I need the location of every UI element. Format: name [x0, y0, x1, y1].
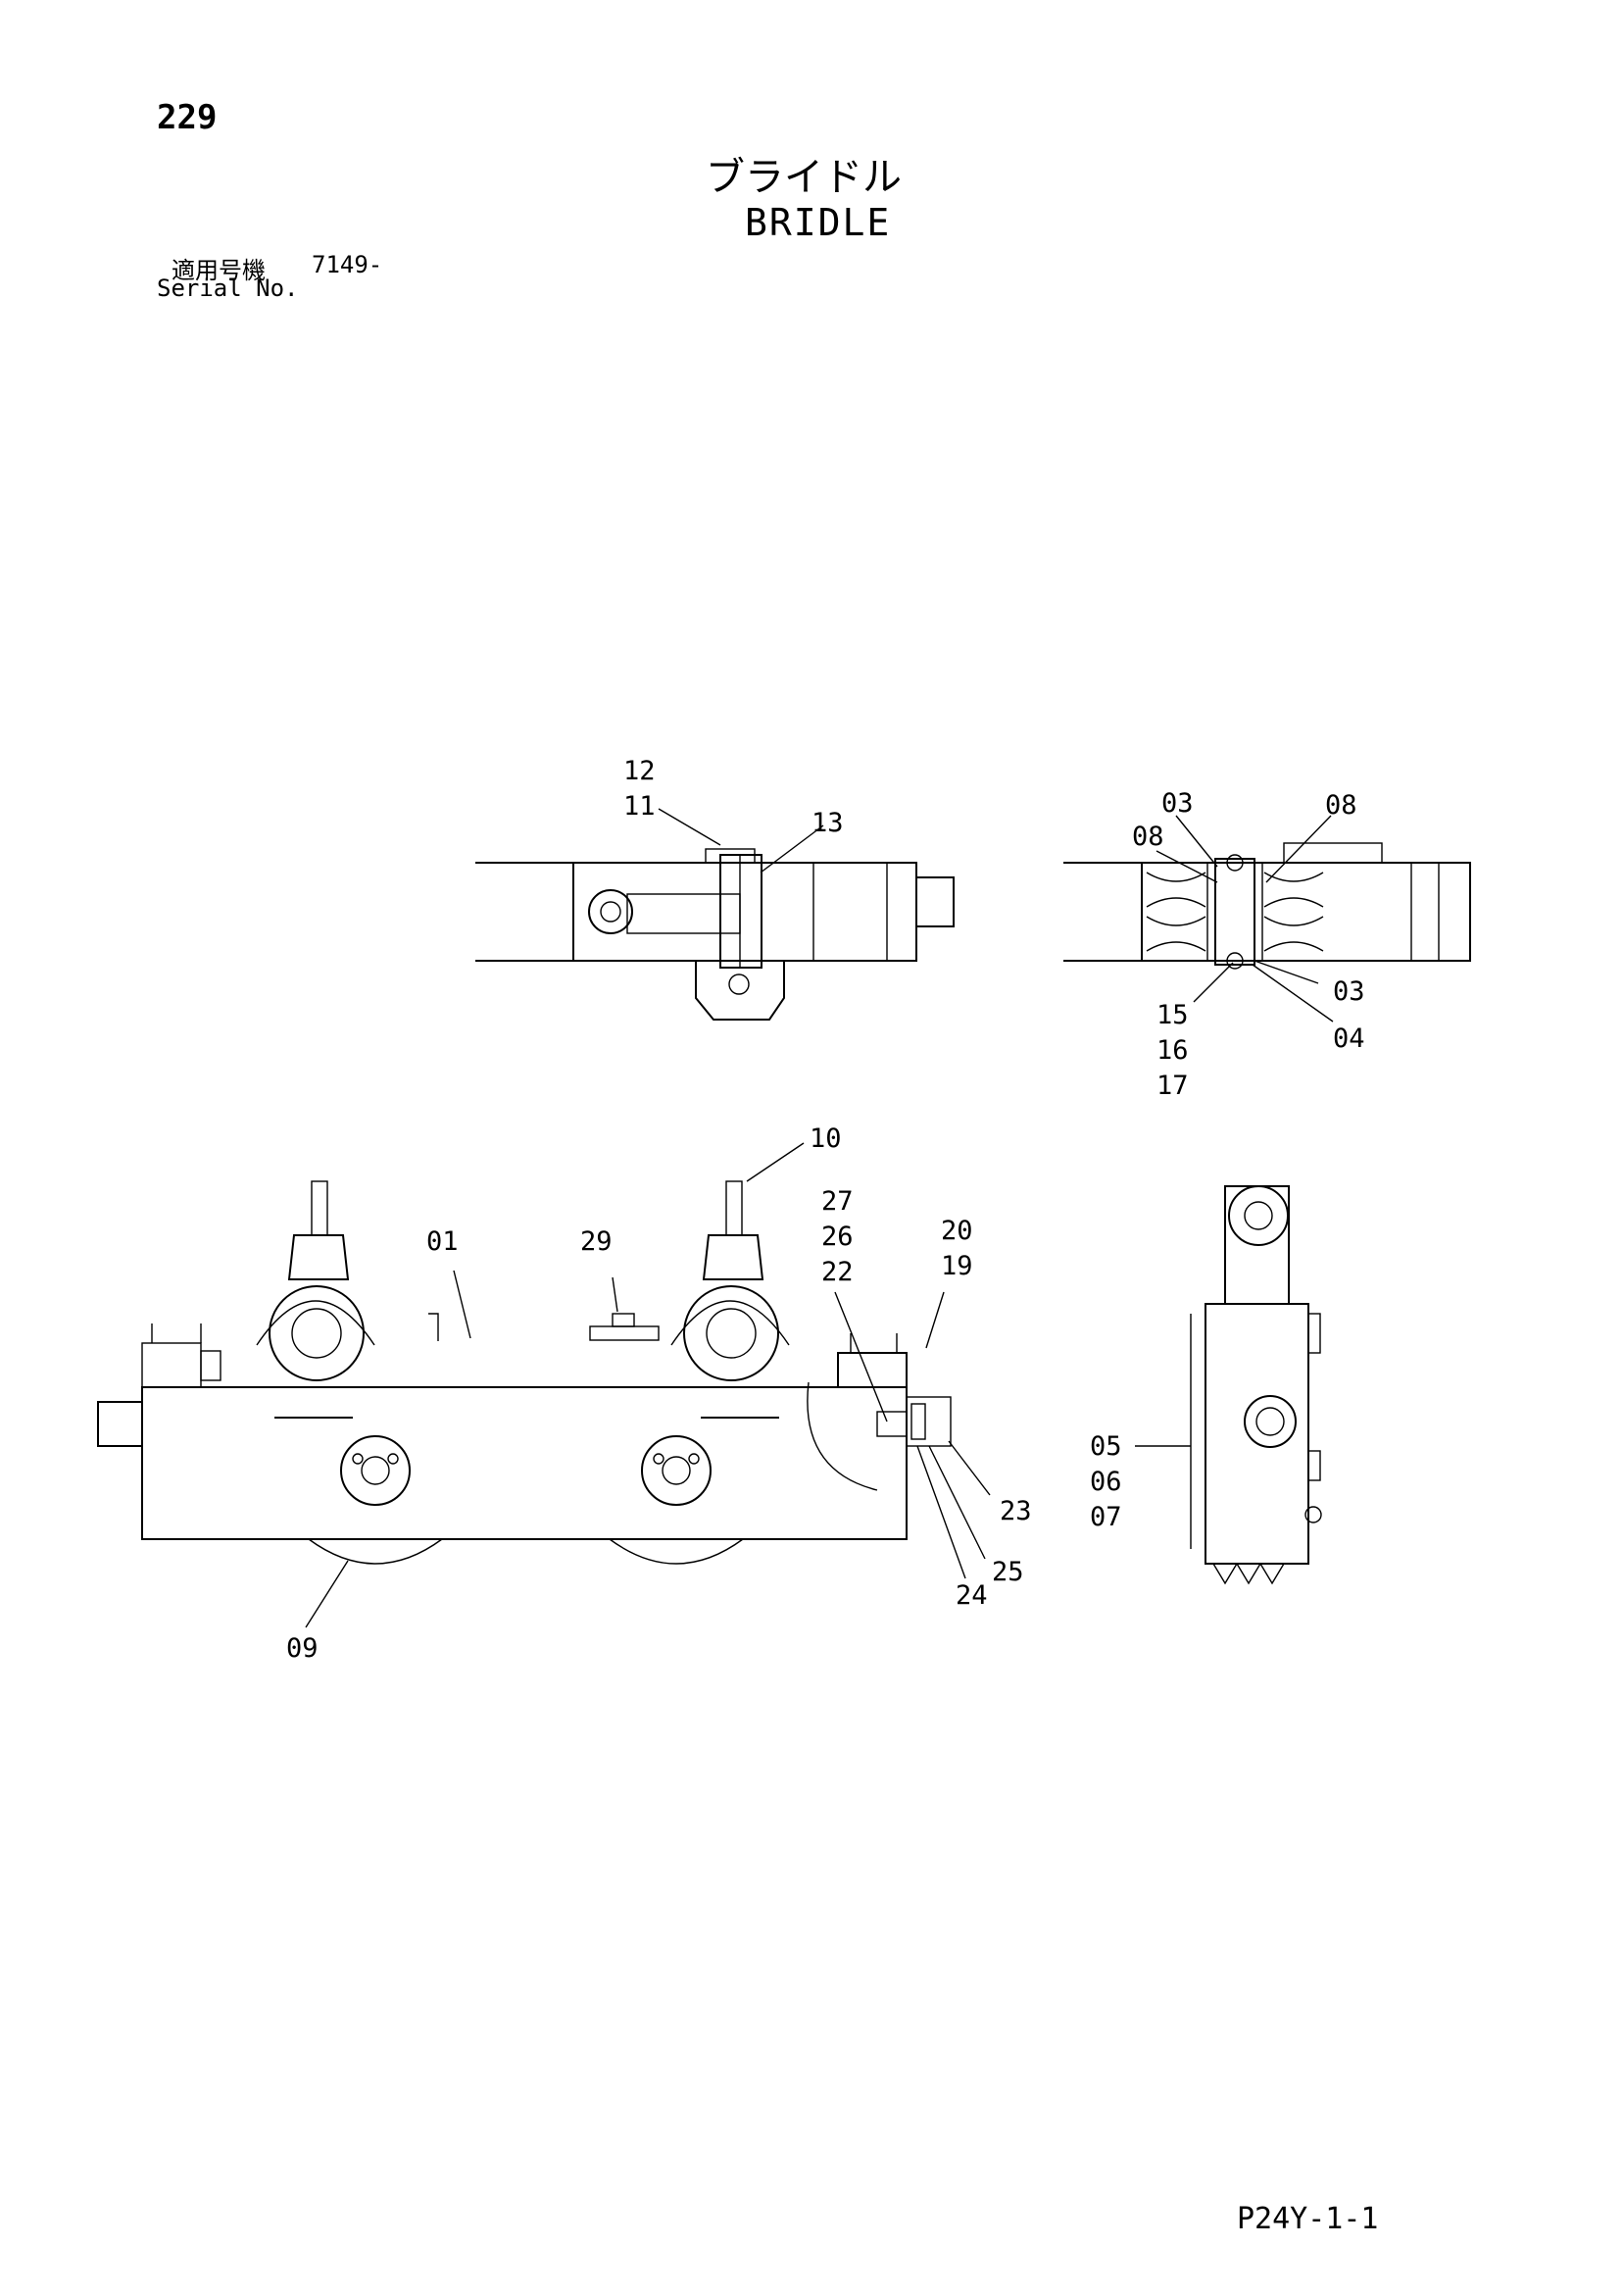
callout-16: 16 [1156, 1035, 1189, 1066]
callout-01: 01 [426, 1226, 459, 1257]
callout-29: 29 [580, 1226, 613, 1257]
callout-19: 19 [941, 1251, 973, 1281]
callout-08-left: 08 [1132, 822, 1164, 852]
callout-20: 20 [941, 1216, 973, 1246]
callout-07: 07 [1090, 1502, 1122, 1532]
top-view-left [475, 848, 955, 1021]
callout-27: 27 [821, 1186, 854, 1217]
serial-label-english: Serial No. [157, 275, 299, 302]
callout-09: 09 [286, 1633, 319, 1664]
callout-17: 17 [1156, 1071, 1189, 1101]
callout-10: 10 [810, 1123, 842, 1154]
callout-03-bottom: 03 [1333, 976, 1365, 1007]
title-english: BRIDLE [745, 201, 892, 244]
callout-05: 05 [1090, 1431, 1122, 1462]
callout-11: 11 [623, 791, 656, 822]
top-view-right [1063, 842, 1471, 970]
callout-labels: 12 11 13 03 08 08 03 04 15 16 17 10 01 2… [286, 756, 1365, 1664]
callout-26: 26 [821, 1222, 854, 1252]
callout-03-top: 03 [1161, 788, 1194, 819]
serial-number-value: 7149- [312, 251, 383, 278]
callout-04: 04 [1333, 1023, 1365, 1054]
title-japanese: ブライドル [706, 155, 902, 200]
page-number: 229 [157, 98, 218, 137]
callout-24: 24 [956, 1580, 988, 1611]
callout-13: 13 [812, 808, 844, 838]
end-view [1190, 1185, 1322, 1585]
callout-25: 25 [992, 1557, 1024, 1587]
side-view-main [97, 1180, 952, 1565]
callout-12: 12 [623, 756, 656, 786]
callout-08-right: 08 [1325, 790, 1357, 821]
callout-22: 22 [821, 1257, 854, 1287]
serial-label-japanese: 適用号機 [172, 257, 266, 284]
document-code: P24Y-1-1 [1237, 2202, 1379, 2236]
callout-06: 06 [1090, 1467, 1122, 1497]
callout-23: 23 [1000, 1496, 1032, 1526]
callout-15: 15 [1156, 1000, 1189, 1030]
leader-lines [305, 808, 1334, 1628]
